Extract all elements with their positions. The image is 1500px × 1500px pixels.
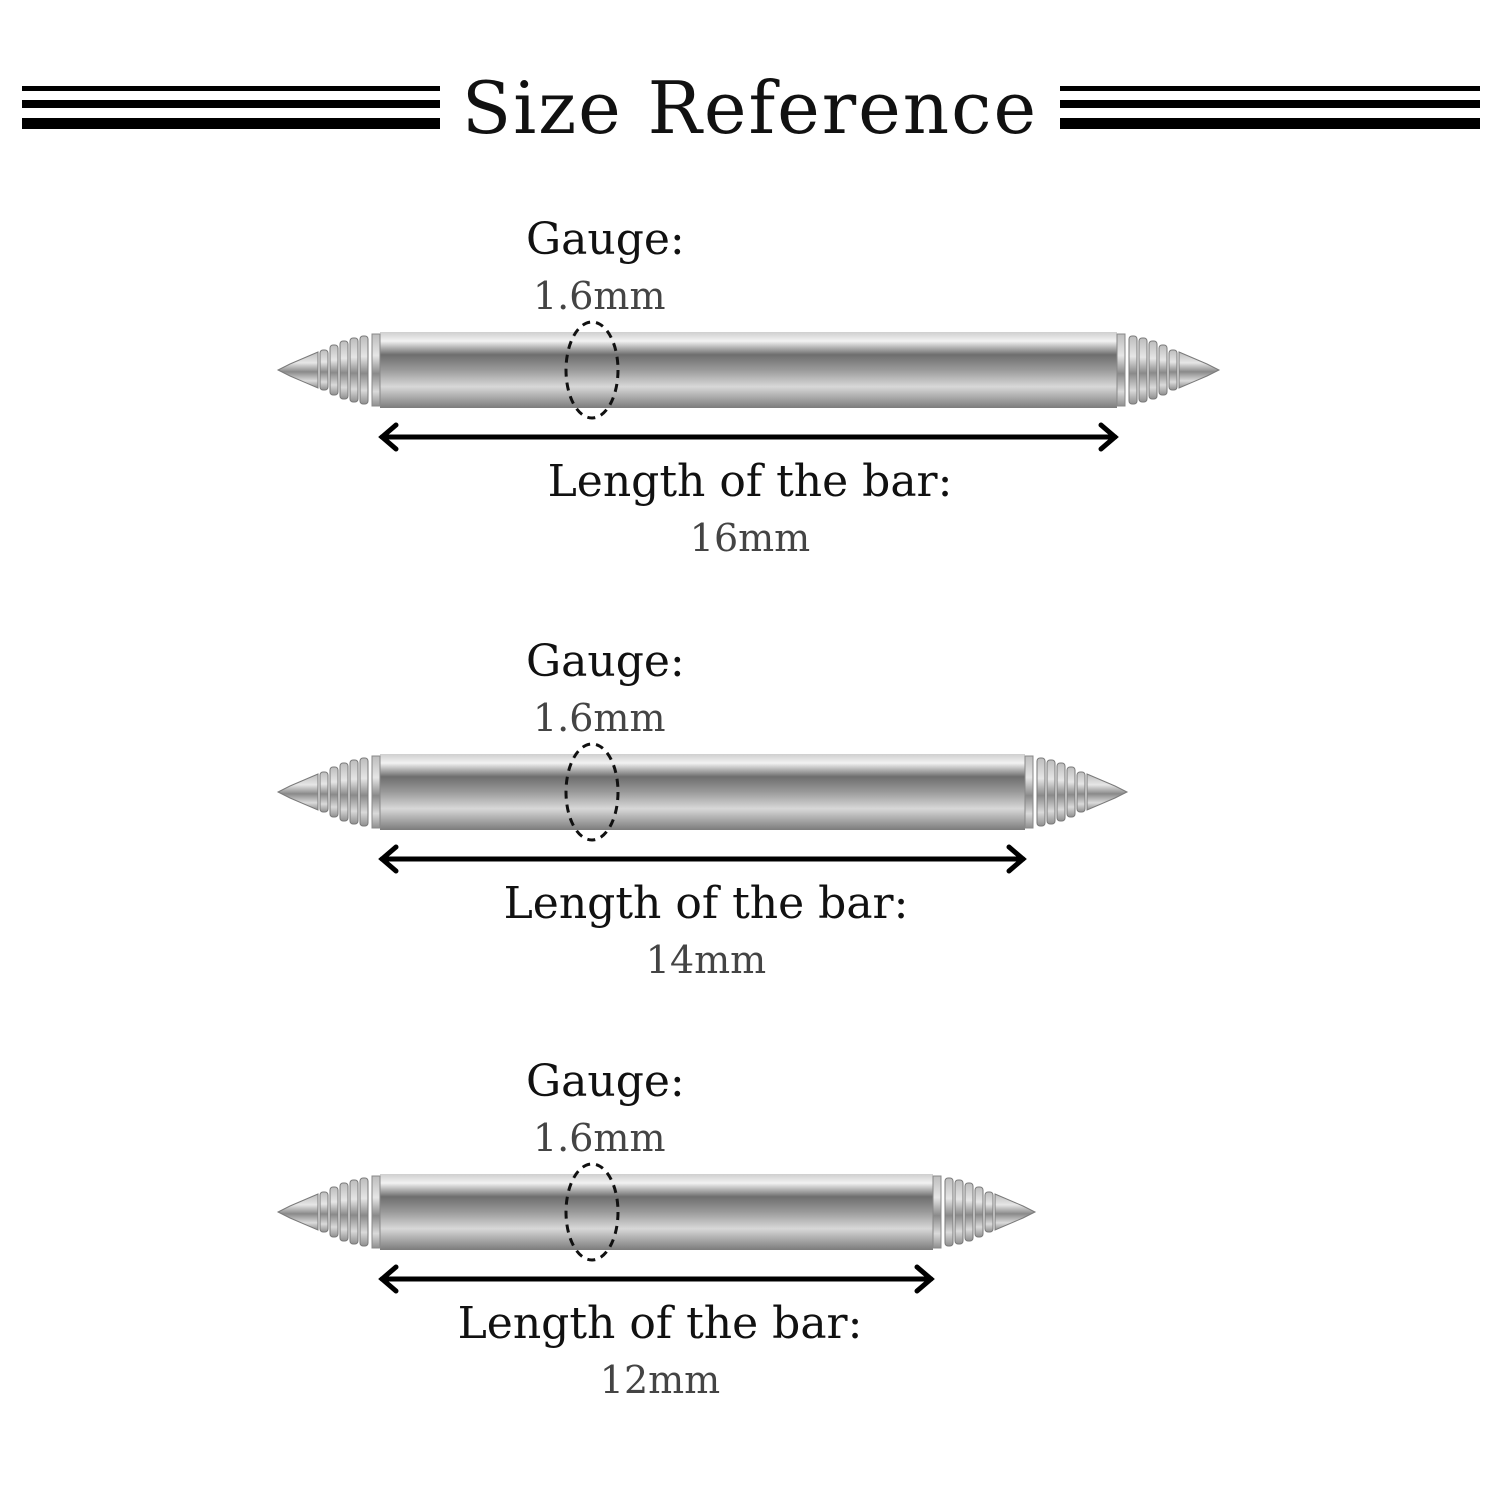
page-title: Size Reference [0,60,1500,156]
bar-end-cap-left [276,1175,381,1249]
barbell-illustration [276,1162,1037,1294]
length-arrow [378,844,1027,874]
length-label: Length of the bar: [457,1298,863,1349]
bar-end-cap-left [276,333,381,407]
barbell-illustration [276,320,1221,452]
left-title-stripes [22,86,474,130]
gauge-indicator [564,742,620,842]
gauge-value: 1.6mm [533,274,666,318]
bar-body [380,332,1117,408]
length-value: 12mm [599,1358,721,1402]
length-label: Length of the bar: [547,456,953,507]
bar-end-cap-left [276,755,381,829]
gauge-label: Gauge: [526,636,685,687]
bar-end-cap-right [932,1175,1037,1249]
bar-body [380,1174,933,1250]
gauge-label: Gauge: [526,1056,685,1107]
size-item-12mm: Gauge: 1.6mm Length of the bar: 12mm [0,1042,1500,1462]
bar-end-cap-right [1116,333,1221,407]
size-item-14mm: Gauge: 1.6mm Length of the bar: 14mm [0,622,1500,1042]
bar-end-cap-right [1024,755,1129,829]
bar-body [380,754,1025,830]
gauge-value: 1.6mm [533,1116,666,1160]
gauge-indicator [564,320,620,420]
size-item-16mm: Gauge: 1.6mm Length of the bar: 16mm [0,200,1500,620]
gauge-value: 1.6mm [533,696,666,740]
barbell-illustration [276,742,1129,874]
page-title-text: Size Reference [439,66,1061,150]
header: Size Reference [0,0,1500,200]
length-arrow [378,1264,935,1294]
gauge-label: Gauge: [526,214,685,265]
length-value: 16mm [689,516,811,560]
right-title-stripes [1028,86,1480,130]
length-value: 14mm [645,938,767,982]
gauge-indicator [564,1162,620,1262]
length-label: Length of the bar: [503,878,909,929]
length-arrow [378,422,1119,452]
